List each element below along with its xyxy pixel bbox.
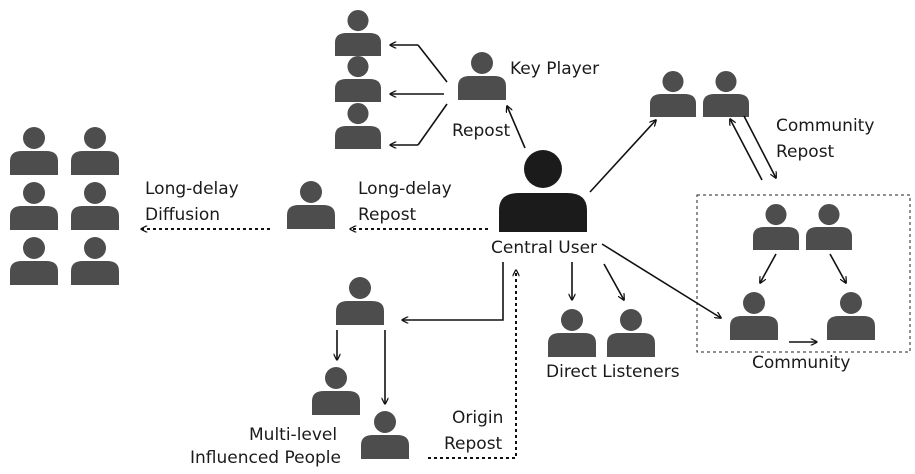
person-icon (10, 182, 58, 230)
repost-label: Repost (452, 121, 511, 141)
edge-central-to-community-repost (589, 120, 656, 193)
person-icon (71, 237, 119, 285)
edge-keyplayer-to-top (417, 44, 448, 83)
person-icon (650, 71, 696, 117)
community-label: Community (752, 353, 850, 373)
person-icon (336, 277, 384, 325)
person-icon (335, 56, 381, 102)
edge-keyplayer-to-bottom (417, 103, 448, 146)
edge-central-to-multilevel (402, 262, 504, 320)
person-icon (312, 367, 360, 415)
person-icon (548, 309, 596, 357)
edge-community-left-down (760, 253, 777, 283)
edge-community-down (743, 115, 776, 178)
person-icon (10, 237, 58, 285)
person-icon (71, 182, 119, 230)
person-icon (607, 309, 655, 357)
edge-central-to-listener-2 (603, 263, 624, 300)
person-icon (287, 181, 335, 229)
long-delay-repost-label-2: Repost (358, 205, 417, 225)
direct-listeners-label: Direct Listeners (546, 362, 680, 382)
person-icon (335, 10, 381, 56)
central-user-icon (499, 150, 587, 232)
multi-level-label-2: Influenced People (190, 448, 341, 468)
person-icon (827, 292, 875, 340)
key-player-icon (458, 52, 506, 100)
long-delay-diffusion-label-1: Long-delay (145, 179, 239, 199)
edge-central-to-keyplayer (507, 106, 526, 149)
edge-community-up (730, 119, 763, 181)
person-icon (753, 204, 799, 250)
person-icon (730, 292, 778, 340)
key-player-label: Key Player (510, 59, 599, 79)
community-repost-label-2: Repost (776, 142, 835, 162)
person-icon (361, 411, 409, 459)
origin-repost-label-2: Repost (444, 434, 503, 454)
person-icon (10, 127, 58, 175)
long-delay-diffusion-label-2: Diffusion (145, 205, 220, 225)
multi-level-label-1: Multi-level (249, 425, 337, 445)
edge-community-right-down (829, 253, 846, 283)
community-repost-label-1: Community (776, 116, 874, 136)
person-icon (71, 127, 119, 175)
edge-central-to-community (601, 243, 721, 318)
community-box (696, 194, 911, 353)
origin-repost-label-1: Origin (452, 408, 503, 428)
person-icon (806, 204, 852, 250)
central-user-label: Central User (491, 238, 597, 258)
person-icon (335, 103, 381, 149)
long-delay-repost-label-1: Long-delay (358, 179, 452, 199)
person-icon (703, 71, 749, 117)
